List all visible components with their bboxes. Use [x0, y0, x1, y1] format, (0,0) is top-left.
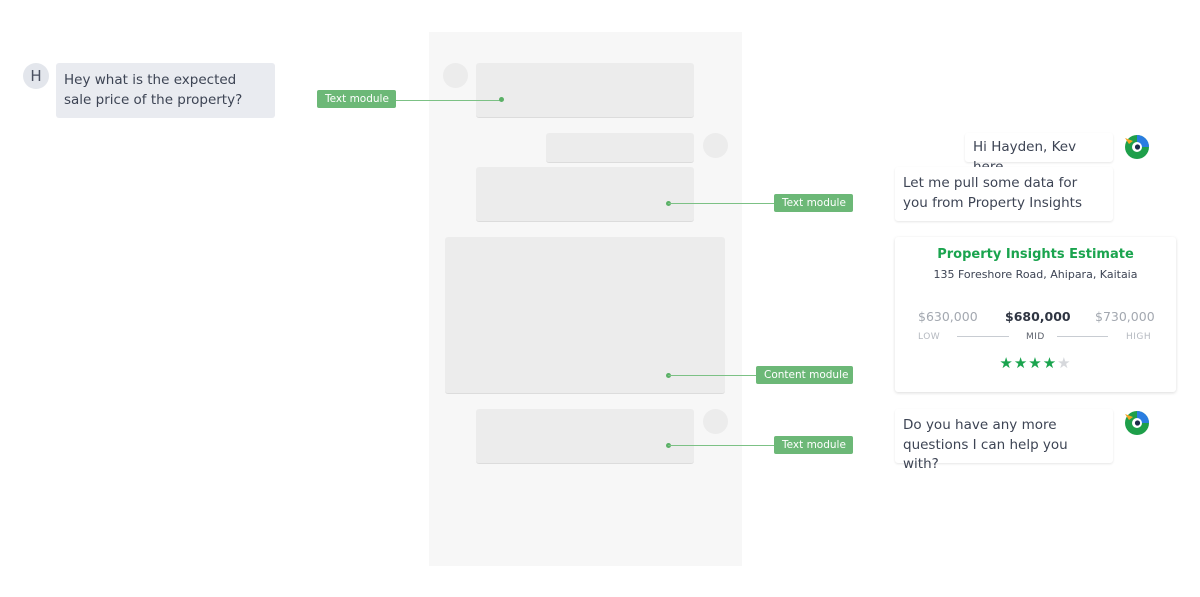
- mid-label: MID: [1026, 332, 1045, 342]
- annotation-text-module-tag: Text module: [317, 90, 396, 108]
- star-filled-icon: ★: [999, 354, 1014, 372]
- range-line-right: [1057, 336, 1108, 337]
- annotation-leader-line: [668, 203, 775, 204]
- wireframe-avatar-placeholder: [703, 133, 728, 158]
- wireframe-text-module: [476, 409, 694, 464]
- bot-followup-bubble: Do you have any more questions I can hel…: [895, 409, 1113, 472]
- confidence-rating: ★★★★★: [895, 354, 1176, 372]
- wireframe-avatar-placeholder: [703, 409, 728, 434]
- star-filled-icon: ★: [1028, 354, 1043, 372]
- bot-greeting-bubble: Hi Hayden, Kev here.: [965, 133, 1113, 175]
- annotation-content-module-tag: Content module: [756, 366, 853, 384]
- bot-intro-text: Let me pull some data for you from Prope…: [903, 175, 1082, 211]
- mid-price: $680,000: [1005, 309, 1071, 324]
- high-price: $730,000: [1095, 309, 1155, 324]
- star-filled-icon: ★: [1013, 354, 1029, 372]
- bot-bird-icon: [1124, 409, 1150, 435]
- estimate-card-address: 135 Foreshore Road, Ahipara, Kaitaia: [933, 268, 1138, 281]
- range-line-left: [957, 336, 1009, 337]
- annotation-text-module-tag: Text module: [774, 194, 853, 212]
- wireframe-text-module: [546, 133, 694, 163]
- star-empty-icon: ★: [1057, 354, 1072, 372]
- star-filled-icon: ★: [1042, 354, 1058, 372]
- wireframe-text-module: [476, 63, 694, 118]
- user-avatar: H: [23, 63, 49, 89]
- property-estimate-card[interactable]: Property Insights Estimate 135 Foreshore…: [895, 237, 1176, 392]
- wireframe-text-module: [476, 167, 694, 222]
- wireframe-content-module: [445, 237, 725, 394]
- bot-bird-icon: [1124, 133, 1150, 159]
- annotation-leader-line: [668, 375, 757, 376]
- user-message-text: Hey what is the expected sale price of t…: [64, 72, 243, 108]
- annotation-leader-line: [396, 100, 502, 101]
- low-price: $630,000: [918, 309, 978, 324]
- annotation-leader-line: [668, 445, 775, 446]
- high-label: HIGH: [1126, 332, 1152, 342]
- user-avatar-letter: H: [30, 67, 42, 85]
- annotation-anchor-dot: [499, 97, 504, 102]
- wireframe-avatar-placeholder: [443, 63, 468, 88]
- estimate-card-title: Property Insights Estimate: [937, 247, 1134, 262]
- bot-followup-text: Do you have any more questions I can hel…: [903, 417, 1068, 472]
- annotation-text-module-tag: Text module: [774, 436, 853, 454]
- low-label: LOW: [918, 332, 941, 342]
- bot-intro-bubble: Let me pull some data for you from Prope…: [895, 167, 1113, 221]
- user-message-bubble: Hey what is the expected sale price of t…: [56, 63, 275, 118]
